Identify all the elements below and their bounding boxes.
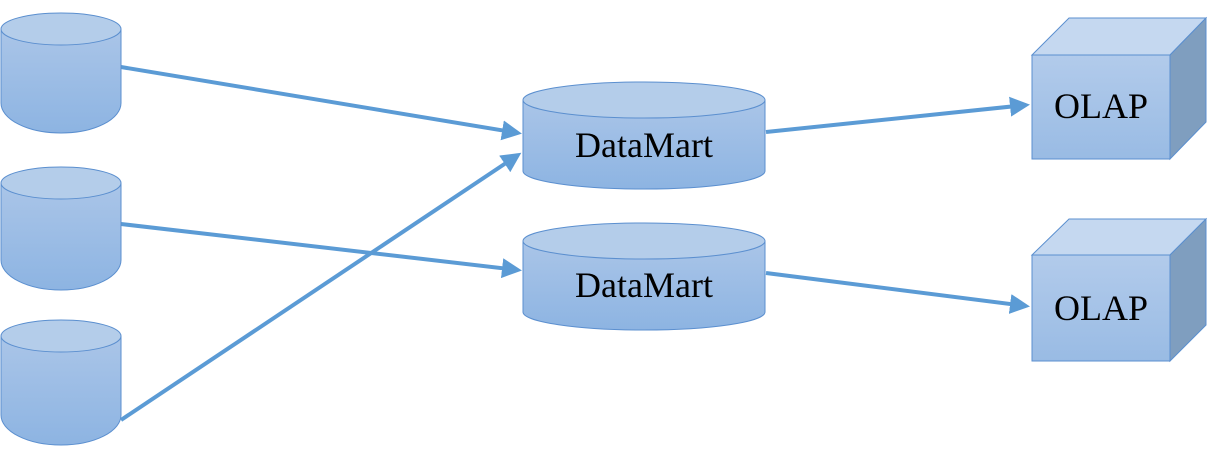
arrow-source-1-to-datamart-1 (120, 65, 522, 141)
arrow-source-2-to-datamart-2 (120, 222, 522, 279)
database-cylinder-icon (0, 336, 122, 446)
source-database-1 (0, 12, 122, 134)
source-database-2 (0, 166, 122, 291)
cube-front-face (1031, 254, 1171, 362)
datamart-1: DataMart (522, 81, 766, 190)
database-cylinder-icon (522, 100, 766, 190)
database-cylinder-icon (0, 29, 122, 134)
arrow-datamart-2-to-olap-2 (765, 271, 1030, 314)
database-cylinder-icon (0, 183, 122, 291)
olap-2-label: OLAP (1054, 288, 1148, 328)
database-cylinder-icon (522, 241, 766, 331)
source-database-3 (0, 319, 122, 446)
datamart-2: DataMart (522, 222, 766, 331)
datamart-2-label: DataMart (575, 265, 713, 305)
arrow-datamart-1-to-olap-1 (765, 96, 1030, 134)
arrow-source-3-to-datamart-1 (119, 152, 522, 422)
olap-cube-2: OLAP (1030, 217, 1207, 363)
olap-1-label: OLAP (1054, 86, 1148, 126)
olap-cube-1: OLAP (1030, 16, 1207, 161)
datamart-1-label: DataMart (575, 125, 713, 165)
cube-front-face (1031, 54, 1171, 160)
connectors (119, 65, 1030, 422)
